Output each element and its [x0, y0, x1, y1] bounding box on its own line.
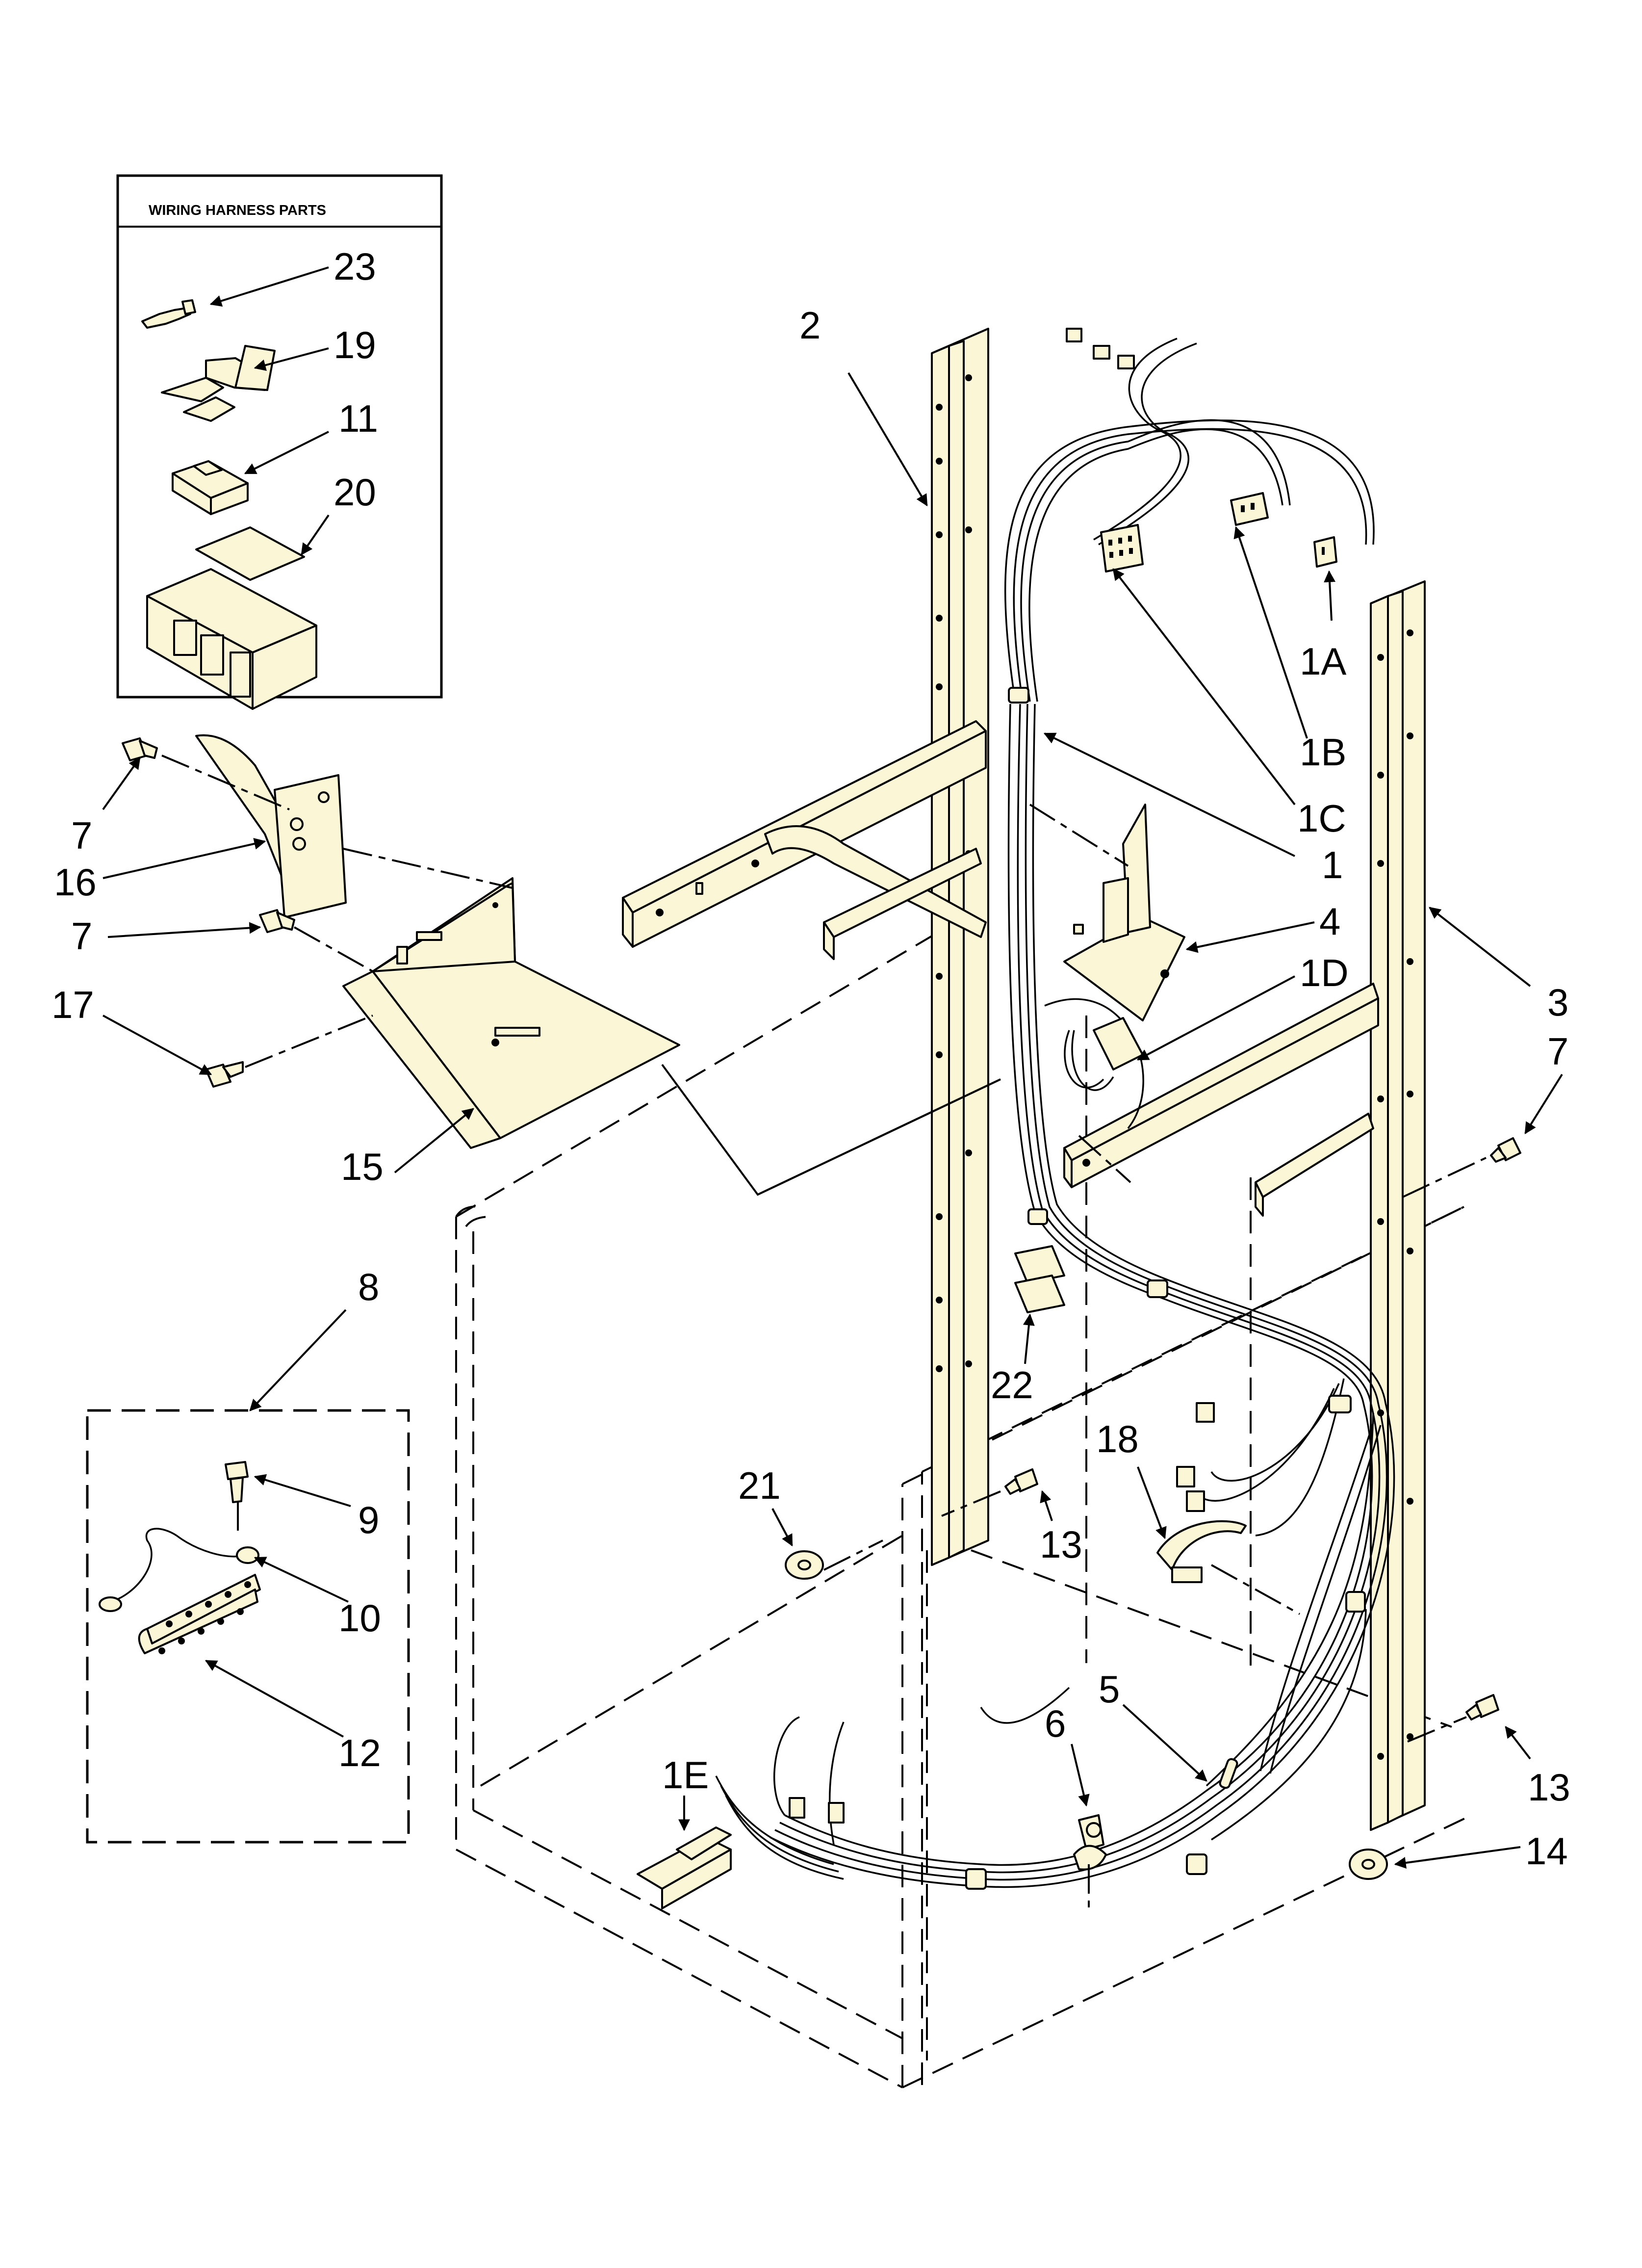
- callout-14: 14: [1525, 1829, 1568, 1873]
- connector-1C: [1100, 524, 1144, 573]
- callout-19: 19: [334, 323, 376, 366]
- right-upright-channel: [1370, 580, 1426, 1831]
- callout-labels: 2 1A 1B 1C 1 4 1D 3 7 7 16 7 17 15 8 9 1…: [51, 304, 1570, 1873]
- screw-7-upper-left: [122, 737, 158, 761]
- callout-8: 8: [358, 1265, 379, 1308]
- screw-13-right: [1465, 1694, 1499, 1721]
- callout-18: 18: [1096, 1417, 1139, 1460]
- inset-title: WIRING HARNESS PARTS: [149, 203, 326, 218]
- callout-22: 22: [991, 1363, 1033, 1407]
- left-upright-channel: [931, 328, 989, 1566]
- callout-1D: 1D: [1300, 951, 1349, 994]
- screw-7-right: [1490, 1137, 1521, 1163]
- part-12-ground-strap: [138, 1574, 261, 1654]
- part-8-ground-strap-kit: [86, 1409, 410, 1844]
- callout-12: 12: [338, 1731, 381, 1774]
- callout-17: 17: [51, 983, 94, 1026]
- callout-1: 1: [1322, 843, 1343, 886]
- callout-1E: 1E: [662, 1753, 709, 1797]
- part-11-connector-housing: [172, 460, 249, 515]
- callout-10: 10: [338, 1596, 381, 1640]
- part-9-screw: [225, 1461, 249, 1503]
- washer-21: [785, 1550, 824, 1580]
- callout-16: 16: [54, 860, 97, 904]
- callout-9: 9: [358, 1498, 379, 1541]
- screw-13-center: [1004, 1468, 1038, 1495]
- screw-7-mid-left: [259, 909, 295, 933]
- connector-1A: [1313, 536, 1337, 568]
- callout-11: 11: [338, 397, 378, 440]
- connector-1E: [637, 1826, 732, 1909]
- callout-13-right: 13: [1528, 1766, 1570, 1809]
- upper-cross-brace: [622, 720, 987, 960]
- callout-1A: 1A: [1300, 640, 1346, 683]
- connector-1B: [1230, 492, 1269, 526]
- callout-7-mid: 7: [71, 914, 92, 958]
- callout-pointers: [102, 372, 1563, 1869]
- connector-1D: [1093, 1017, 1144, 1070]
- screw-17: [205, 1061, 244, 1088]
- callout-15: 15: [341, 1145, 384, 1188]
- part-23-terminal: [141, 299, 196, 329]
- callout-7-right: 7: [1547, 1030, 1568, 1073]
- callout-3: 3: [1547, 981, 1568, 1024]
- callout-23: 23: [334, 245, 376, 288]
- callout-13-center: 13: [1040, 1523, 1082, 1566]
- part-10-ground-wire: [99, 1528, 259, 1612]
- washers: [785, 1550, 1388, 1880]
- callout-1C: 1C: [1297, 797, 1346, 840]
- lower-cross-brace: [1063, 983, 1379, 1217]
- wiring-harness-parts-inset: WIRING HARNESS PARTS: [116, 174, 443, 710]
- alignment-lines: [161, 755, 1487, 1913]
- harness-connectors: [637, 328, 1337, 1909]
- callout-2: 2: [799, 304, 821, 347]
- callout-4: 4: [1319, 900, 1340, 943]
- part-22-foam-tape: [1014, 1245, 1065, 1313]
- callout-5: 5: [1099, 1668, 1120, 1711]
- part-20-connector-block: [146, 526, 317, 710]
- main-wiring-harness: [715, 338, 1395, 1890]
- part-6-clamp: [1073, 1814, 1107, 1871]
- part-18-wire-clip: [1156, 1520, 1247, 1583]
- callout-1B: 1B: [1300, 730, 1346, 774]
- part-19-connector-lock: [161, 345, 276, 422]
- part-4-bracket: [1063, 804, 1185, 1021]
- callout-6: 6: [1045, 1702, 1066, 1745]
- callout-20: 20: [334, 470, 376, 514]
- screws: [122, 737, 1521, 1721]
- callout-7-upper: 7: [71, 814, 92, 857]
- part-15-electrical-cover: [342, 877, 680, 1149]
- callout-21: 21: [738, 1464, 781, 1507]
- washer-14: [1349, 1849, 1388, 1880]
- part-16-mounting-bracket: [195, 734, 347, 918]
